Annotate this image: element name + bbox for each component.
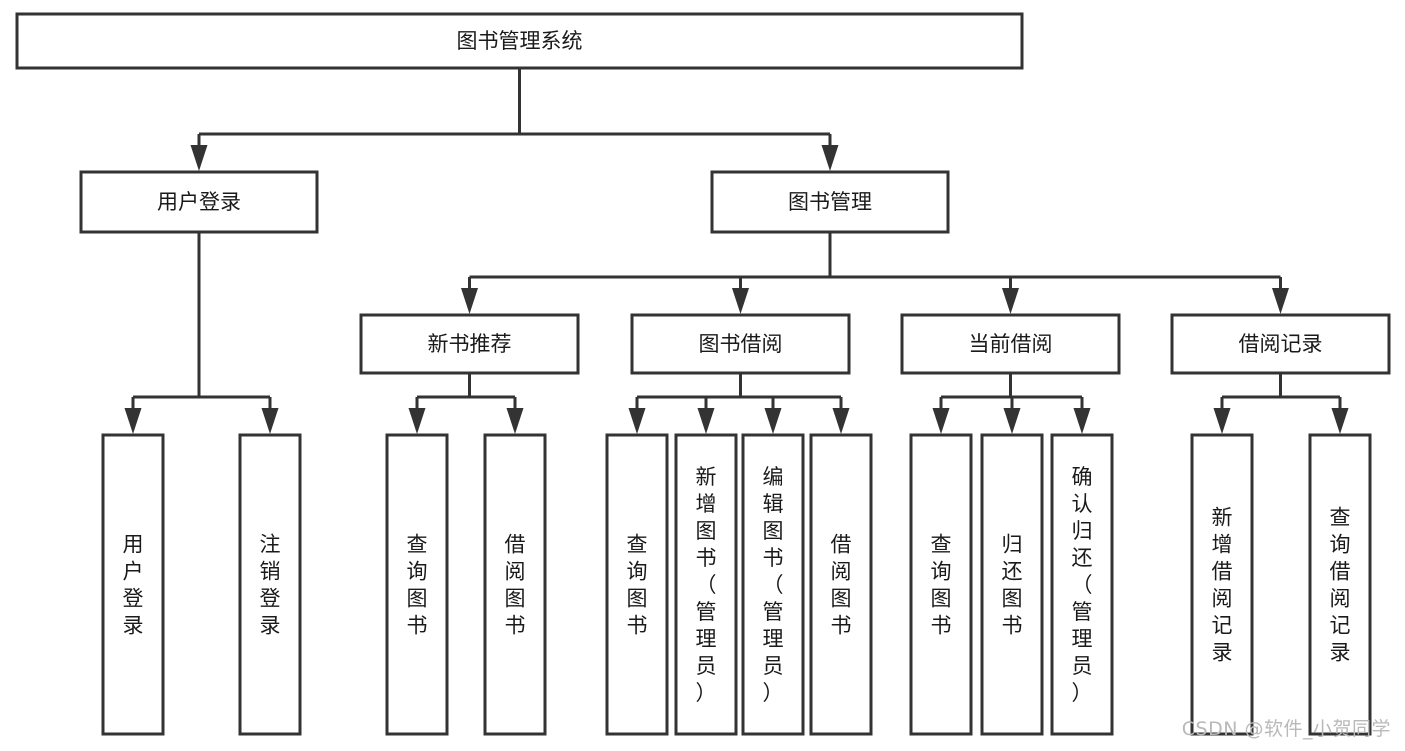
node-label: 借阅图书 (505, 533, 526, 638)
node-label: 借阅记录 (1239, 332, 1323, 356)
node-box[interactable] (605, 433, 669, 736)
connector-group (124, 232, 279, 434)
node-box[interactable] (101, 433, 165, 736)
node-box[interactable] (809, 433, 873, 736)
node-root[interactable]: 图书管理系统 (15, 12, 1024, 70)
nodes-layer: 图书管理系统用户登录图书管理新书推荐图书借阅当前借阅借阅记录用户登录注销登录查询… (15, 12, 1391, 736)
node-l-return-book[interactable]: 归还图书 (980, 433, 1044, 736)
connector-group (190, 68, 839, 171)
node-n-current[interactable]: 当前借阅 (900, 313, 1121, 375)
node-l-add-book[interactable]: 新增图书（管理员） (674, 433, 738, 736)
node-box[interactable] (238, 433, 302, 736)
node-label: 新增借阅记录 (1212, 506, 1233, 665)
node-box[interactable] (1308, 433, 1372, 736)
node-label: 查询借阅记录 (1330, 506, 1351, 665)
node-l-logout[interactable]: 注销登录 (238, 433, 302, 736)
node-label: 查询图书 (931, 533, 952, 638)
node-label: 查询图书 (627, 533, 648, 638)
node-label: 借阅图书 (831, 533, 852, 638)
connector-group (461, 232, 1289, 314)
node-label: 图书借阅 (699, 332, 783, 356)
node-box[interactable] (900, 313, 1121, 375)
node-n-borrow[interactable]: 图书借阅 (630, 313, 851, 375)
node-l-edit-book[interactable]: 编辑图书（管理员） (741, 433, 805, 736)
node-label: 当前借阅 (969, 332, 1053, 356)
node-box[interactable] (710, 170, 950, 234)
node-l-query-record[interactable]: 查询借阅记录 (1308, 433, 1372, 736)
node-label: 新增图书（管理员） (696, 465, 717, 705)
node-l-confirm-return[interactable]: 确认归还（管理员） (1050, 433, 1114, 736)
node-n-new-rec[interactable]: 新书推荐 (359, 313, 580, 375)
node-label: 用户登录 (157, 190, 241, 214)
node-l-query-book-1[interactable]: 查询图书 (385, 433, 449, 736)
node-box[interactable] (1170, 313, 1391, 375)
node-box[interactable] (674, 433, 738, 736)
node-box[interactable] (1050, 433, 1114, 736)
node-label: 图书管理系统 (457, 29, 583, 53)
connector-group (408, 373, 524, 434)
node-l-borrow-book-2[interactable]: 借阅图书 (809, 433, 873, 736)
node-box[interactable] (630, 313, 851, 375)
node-box[interactable] (741, 433, 805, 736)
connector-group (932, 373, 1091, 434)
node-label: 用户登录 (123, 533, 144, 638)
node-label: 新书推荐 (428, 332, 512, 356)
node-l-borrow-book-1[interactable]: 借阅图书 (483, 433, 547, 736)
node-n-user-login[interactable]: 用户登录 (79, 170, 319, 234)
node-l-user-login[interactable]: 用户登录 (101, 433, 165, 736)
node-box[interactable] (980, 433, 1044, 736)
node-l-add-record[interactable]: 新增借阅记录 (1190, 433, 1254, 736)
node-label: 确认归还（管理员） (1072, 465, 1093, 705)
node-label: 注销登录 (260, 533, 281, 638)
node-box[interactable] (79, 170, 319, 234)
node-label: 归还图书 (1002, 533, 1023, 638)
node-l-query-book-2[interactable]: 查询图书 (605, 433, 669, 736)
node-label: 编辑图书（管理员） (763, 465, 784, 705)
node-box[interactable] (385, 433, 449, 736)
node-box[interactable] (1190, 433, 1254, 736)
node-box[interactable] (909, 433, 973, 736)
connector-group (1213, 373, 1349, 434)
node-n-book-mgmt[interactable]: 图书管理 (710, 170, 950, 234)
node-box[interactable] (15, 12, 1024, 70)
edges-layer (124, 68, 1349, 434)
node-label: 图书管理 (788, 190, 872, 214)
node-n-history[interactable]: 借阅记录 (1170, 313, 1391, 375)
node-box[interactable] (359, 313, 580, 375)
node-box[interactable] (483, 433, 547, 736)
connector-group (628, 373, 850, 434)
node-l-query-book-3[interactable]: 查询图书 (909, 433, 973, 736)
node-label: 查询图书 (407, 533, 428, 638)
